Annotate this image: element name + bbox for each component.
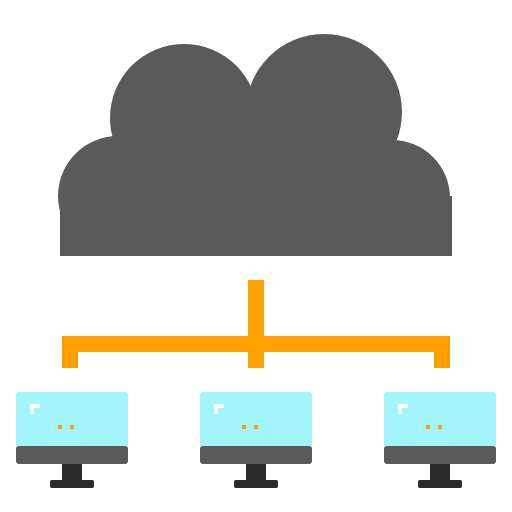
screen-dot [58, 425, 62, 429]
monitor-bezel [16, 446, 128, 464]
monitor-bezel [200, 446, 312, 464]
screen-dot [254, 425, 258, 429]
monitor-neck [62, 464, 82, 480]
monitor-base [234, 480, 278, 488]
monitor-icon [384, 392, 496, 488]
screen-dot [242, 425, 246, 429]
monitor-icon [200, 392, 312, 488]
monitor-screen [384, 392, 496, 454]
screen-glare [398, 404, 408, 414]
monitor-bezel [384, 446, 496, 464]
monitor-icon [16, 392, 128, 488]
monitor-base [418, 480, 462, 488]
network-connector [62, 280, 450, 368]
screen-dot [426, 425, 430, 429]
screen-glare [214, 404, 224, 414]
cloud-icon [58, 34, 452, 256]
screen-dot [438, 425, 442, 429]
monitor-neck [246, 464, 266, 480]
screen-glare [30, 404, 40, 414]
screen-dot [70, 425, 74, 429]
monitor-neck [430, 464, 450, 480]
monitor-screen [200, 392, 312, 454]
monitor-screen [16, 392, 128, 454]
monitor-base [50, 480, 94, 488]
